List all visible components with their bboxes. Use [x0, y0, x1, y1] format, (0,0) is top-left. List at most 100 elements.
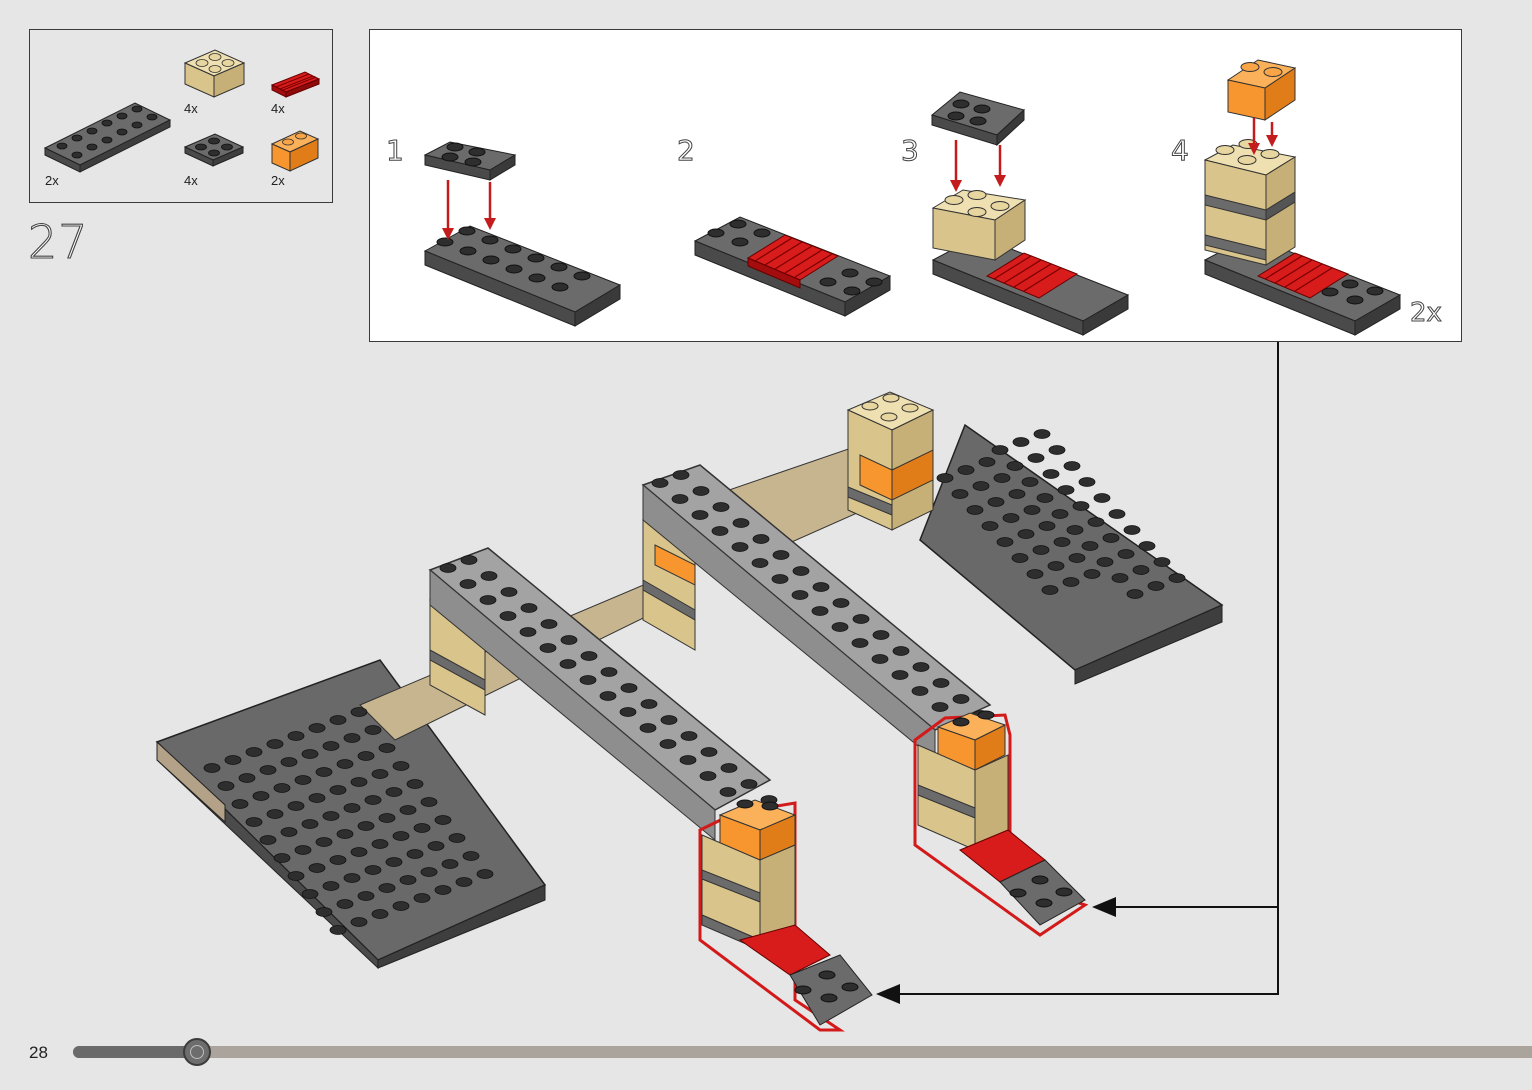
stud	[225, 756, 241, 765]
stud	[323, 812, 339, 821]
stud	[435, 886, 451, 895]
stud	[330, 926, 346, 935]
stud	[1097, 558, 1113, 567]
stud	[1069, 554, 1085, 563]
stud	[246, 748, 262, 757]
middle-long-beam	[643, 465, 990, 760]
stud	[953, 695, 969, 704]
stud	[661, 716, 677, 725]
stud	[1024, 506, 1040, 515]
stud	[246, 818, 262, 827]
stud	[932, 703, 948, 712]
stud	[344, 734, 360, 743]
stud	[302, 820, 318, 829]
stud	[351, 708, 367, 717]
stud	[477, 870, 493, 879]
stud	[281, 758, 297, 767]
stud	[239, 774, 255, 783]
stud	[344, 804, 360, 813]
new-leg-assembly-left	[700, 800, 872, 1030]
stud	[852, 639, 868, 648]
stud	[288, 732, 304, 741]
stud	[833, 599, 849, 608]
stud	[481, 572, 497, 581]
stud	[372, 770, 388, 779]
stud	[673, 471, 689, 480]
stud	[407, 850, 423, 859]
beam-studs	[440, 471, 989, 813]
stud	[421, 868, 437, 877]
stud	[358, 822, 374, 831]
stud	[600, 692, 616, 701]
stud	[873, 631, 889, 640]
stud	[351, 778, 367, 787]
stud	[1073, 502, 1089, 511]
right-plate-studs	[937, 430, 1185, 599]
stud	[1139, 542, 1155, 551]
stud	[260, 836, 276, 845]
parts-list-illustration	[30, 30, 334, 204]
stud	[520, 628, 536, 637]
stud	[379, 814, 395, 823]
stud	[288, 872, 304, 881]
stud	[1112, 574, 1128, 583]
stud	[1039, 522, 1055, 531]
stud	[393, 902, 409, 911]
stud	[793, 567, 809, 576]
stud	[712, 527, 728, 536]
stud	[713, 503, 729, 512]
substep-box: 1 2 3 4	[369, 29, 1462, 342]
stud	[973, 711, 989, 720]
progress-handle[interactable]	[183, 1038, 211, 1066]
stud	[386, 788, 402, 797]
substep-3-illustration	[932, 92, 1128, 335]
part-brick-1x2-orange-icon	[272, 131, 318, 171]
stud	[1127, 590, 1143, 599]
stud	[500, 612, 516, 621]
stud	[323, 742, 339, 751]
stud	[232, 800, 248, 809]
stud	[330, 716, 346, 725]
stud	[733, 519, 749, 528]
stud	[463, 852, 479, 861]
stud	[274, 784, 290, 793]
stud	[288, 802, 304, 811]
stud	[365, 726, 381, 735]
stud	[309, 864, 325, 873]
stud	[700, 772, 716, 781]
stud	[958, 466, 974, 475]
stud	[1133, 566, 1149, 575]
stud	[1084, 570, 1100, 579]
stud	[1103, 534, 1119, 543]
stud	[386, 858, 402, 867]
stud	[752, 559, 768, 568]
page-number: 28	[29, 1043, 48, 1063]
progress-fill	[73, 1046, 197, 1058]
progress-track[interactable]	[73, 1046, 1532, 1058]
stud	[218, 782, 234, 791]
stud	[994, 474, 1010, 483]
stud	[1109, 510, 1125, 519]
stud	[937, 474, 953, 483]
stud	[1028, 454, 1044, 463]
stud	[393, 762, 409, 771]
stud	[253, 792, 269, 801]
stud	[621, 684, 637, 693]
stud	[414, 824, 430, 833]
stud	[267, 740, 283, 749]
stud	[720, 788, 736, 797]
stud	[1037, 494, 1053, 503]
stud	[365, 866, 381, 875]
stud	[302, 750, 318, 759]
part-qty-plate-2x2: 4x	[184, 173, 198, 188]
stud	[358, 892, 374, 901]
stud	[641, 700, 657, 709]
stud	[1034, 430, 1050, 439]
stud	[1169, 574, 1185, 583]
stud	[379, 884, 395, 893]
stud	[997, 538, 1013, 547]
stud	[1007, 462, 1023, 471]
stud	[1054, 538, 1070, 547]
stud	[1079, 478, 1095, 487]
middle-beam-support-column	[643, 500, 740, 650]
